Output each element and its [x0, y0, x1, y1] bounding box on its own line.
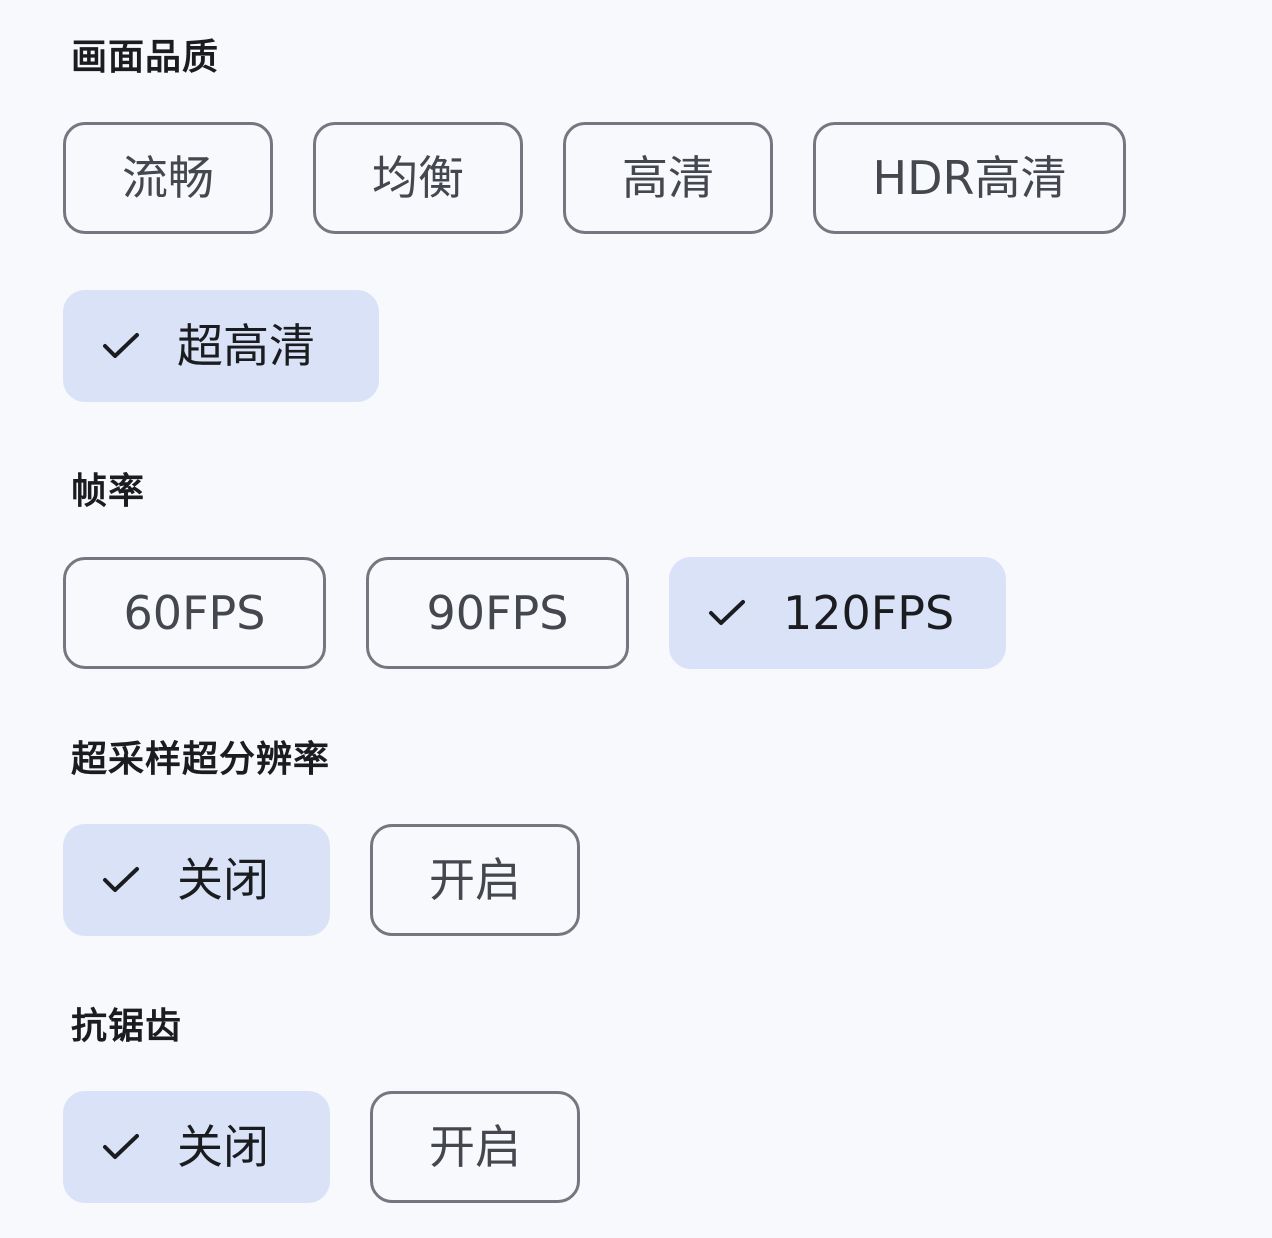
- image-quality-options-row-1: 流畅 均衡 高清 HDR高清: [63, 122, 1126, 234]
- chip-image-quality-ultra-hd[interactable]: 超高清: [63, 290, 379, 402]
- chip-fps-60[interactable]: 60FPS: [63, 557, 326, 669]
- section-title-frame-rate: 帧率: [71, 471, 146, 512]
- chip-label: 流畅: [122, 151, 214, 205]
- frame-rate-options-row: 60FPS 90FPS 120FPS: [63, 557, 1006, 669]
- section-title-anti-aliasing: 抗锯齿: [71, 1006, 183, 1047]
- chip-image-quality-balanced[interactable]: 均衡: [313, 122, 523, 234]
- section-title-image-quality: 画面品质: [71, 37, 220, 78]
- check-icon: [101, 1132, 141, 1162]
- chip-label: 开启: [429, 1120, 521, 1174]
- chip-label: 60FPS: [123, 586, 266, 640]
- chip-label: 关闭: [177, 1120, 269, 1174]
- chip-anti-aliasing-on[interactable]: 开启: [370, 1091, 580, 1203]
- chip-label: 90FPS: [426, 586, 569, 640]
- chip-label: 超高清: [177, 319, 315, 373]
- chip-label: 开启: [429, 853, 521, 907]
- chip-label: HDR高清: [872, 151, 1067, 205]
- chip-image-quality-smooth[interactable]: 流畅: [63, 122, 273, 234]
- chip-image-quality-hdr-hd[interactable]: HDR高清: [813, 122, 1126, 234]
- check-icon: [707, 598, 747, 628]
- check-icon: [101, 865, 141, 895]
- chip-label: 120FPS: [783, 586, 955, 640]
- chip-fps-90[interactable]: 90FPS: [366, 557, 629, 669]
- chip-anti-aliasing-off[interactable]: 关闭: [63, 1091, 330, 1203]
- chip-fps-120[interactable]: 120FPS: [669, 557, 1006, 669]
- chip-label: 关闭: [177, 853, 269, 907]
- chip-super-resolution-off[interactable]: 关闭: [63, 824, 330, 936]
- check-icon: [101, 331, 141, 361]
- chip-label: 高清: [622, 151, 714, 205]
- section-title-super-resolution: 超采样超分辨率: [71, 739, 331, 780]
- image-quality-options-row-2: 超高清: [63, 290, 379, 402]
- anti-aliasing-options-row: 关闭 开启: [63, 1091, 580, 1203]
- chip-super-resolution-on[interactable]: 开启: [370, 824, 580, 936]
- super-resolution-options-row: 关闭 开启: [63, 824, 580, 936]
- chip-image-quality-hd[interactable]: 高清: [563, 122, 773, 234]
- chip-label: 均衡: [372, 151, 464, 205]
